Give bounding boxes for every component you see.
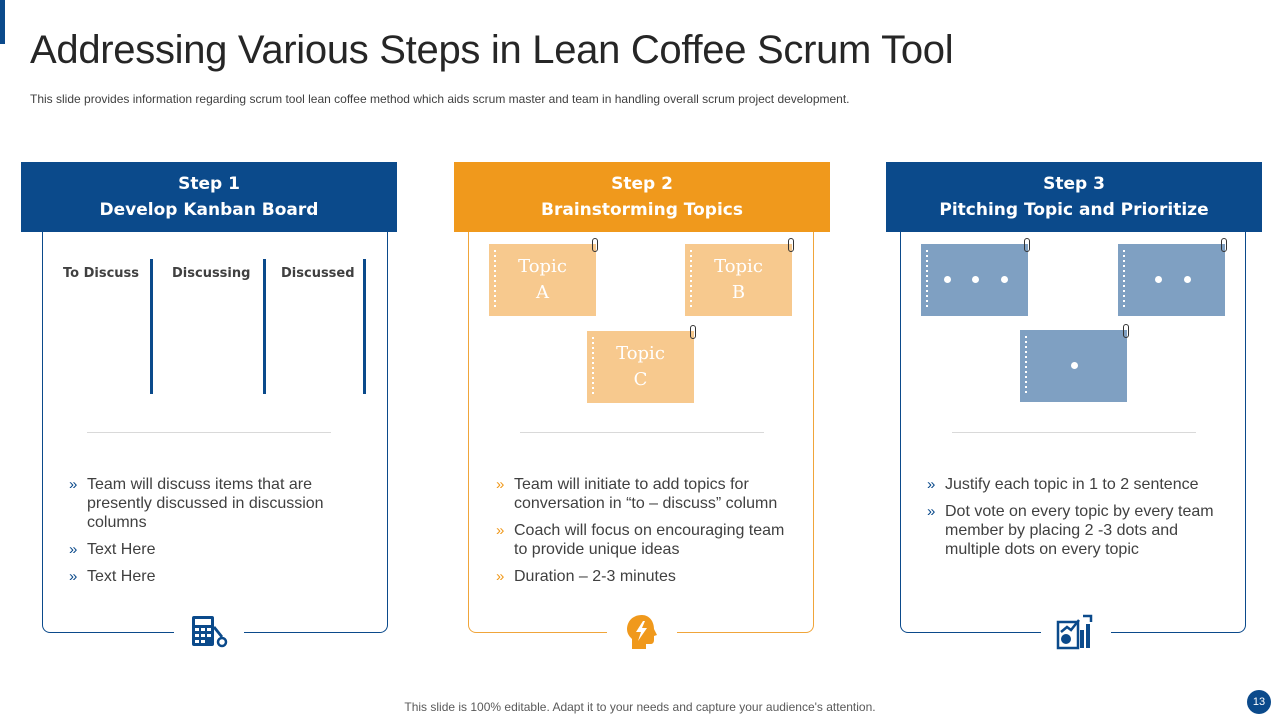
step-3-title: Pitching Topic and Prioritize [939, 200, 1209, 220]
step-3-bullets: Justify each topic in 1 to 2 sentence Do… [925, 475, 1225, 567]
bullet-item: Dot vote on every topic by every team me… [925, 502, 1225, 559]
separator [87, 432, 331, 433]
kanban-divider [263, 259, 266, 394]
bullet-item: Team will discuss items that are present… [67, 475, 367, 532]
note-label: Topic [616, 343, 665, 364]
vote-note [921, 238, 1030, 316]
step-1-number: Step 1 [178, 174, 240, 194]
icon-gap [1041, 622, 1111, 646]
note-label: Topic [714, 256, 763, 277]
footer-note: This slide is 100% editable. Adapt it to… [404, 700, 876, 714]
paperclip-icon [1221, 238, 1227, 252]
separator [952, 432, 1196, 433]
step-2-number: Step 2 [611, 174, 673, 194]
bullet-item: Coach will focus on encouraging team to … [494, 521, 794, 559]
step-1-card: Step 1 Develop Kanban Board To Discuss D… [21, 162, 397, 648]
vote-dot [944, 276, 951, 283]
kanban-column-discussing: Discussing [172, 266, 251, 281]
paperclip-icon [1123, 324, 1129, 338]
vote-dot [1071, 362, 1078, 369]
separator [520, 432, 764, 433]
step-3-card: Step 3 Pitching Topic and Prioritize Jus… [886, 162, 1262, 650]
accent-bar [0, 0, 5, 44]
step-1-bullets: Team will discuss items that are present… [67, 475, 367, 594]
vote-dot [1155, 276, 1162, 283]
paperclip-icon [592, 238, 598, 252]
paperclip-icon [1024, 238, 1030, 252]
bullet-item: Duration – 2-3 minutes [494, 567, 794, 586]
note-label: A [536, 282, 549, 303]
step-2-header: Step 2 Brainstorming Topics [454, 162, 830, 232]
bullet-item: Justify each topic in 1 to 2 sentence [925, 475, 1225, 494]
calculator-wrench-icon [189, 612, 229, 652]
head-lightning-icon [622, 612, 662, 652]
bullet-item: Text Here [67, 540, 367, 559]
page-number: 13 [1247, 690, 1271, 714]
vote-dot [1184, 276, 1191, 283]
step-1-title: Develop Kanban Board [99, 200, 319, 220]
kanban-column-to-discuss: To Discuss [63, 266, 140, 281]
vote-dot [972, 276, 979, 283]
vote-note [1020, 324, 1129, 402]
vote-note [1118, 238, 1227, 316]
chart-tools-icon [1055, 612, 1095, 652]
kanban-divider [363, 259, 366, 394]
bullet-item: Team will initiate to add topics for con… [494, 475, 794, 513]
page-title: Addressing Various Steps in Lean Coffee … [30, 28, 954, 72]
step-3-number: Step 3 [1043, 174, 1105, 194]
step-2-bullets: Team will initiate to add topics for con… [494, 475, 794, 594]
kanban-divider [150, 259, 153, 394]
step-1-header: Step 1 Develop Kanban Board [21, 162, 397, 232]
paperclip-icon [788, 238, 794, 252]
page-subtitle: This slide provides information regardin… [30, 92, 850, 106]
note-label: C [633, 369, 648, 390]
vote-dot [1001, 276, 1008, 283]
note-label: Topic [518, 256, 567, 277]
step-2-title: Brainstorming Topics [541, 200, 743, 220]
kanban-column-discussed: Discussed [281, 266, 355, 281]
step-3-header: Step 3 Pitching Topic and Prioritize [886, 162, 1262, 232]
bullet-item: Text Here [67, 567, 367, 586]
paperclip-icon [690, 325, 696, 339]
note-label: B [731, 282, 746, 303]
